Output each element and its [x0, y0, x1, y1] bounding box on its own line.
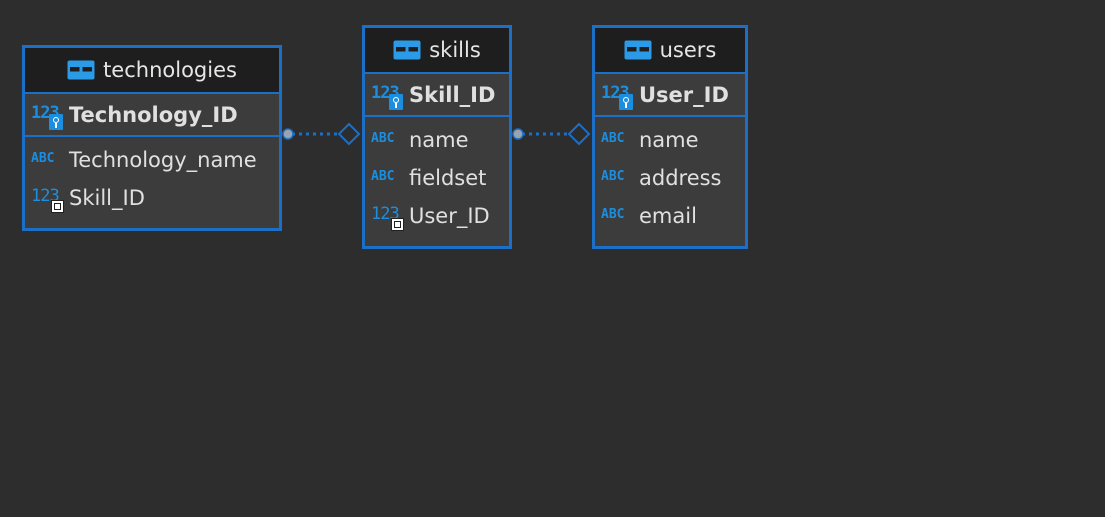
entity-technologies[interactable]: technologies 123 Technology_ID ABC Techn… [22, 45, 282, 231]
entity-header[interactable]: technologies [25, 48, 279, 92]
primary-key-icon [49, 113, 63, 130]
attribute-label: name [639, 128, 699, 152]
primary-key-section: 123 Technology_ID [25, 92, 279, 137]
attribute-label: Skill_ID [69, 186, 145, 210]
text-type-icon: ABC [31, 151, 55, 166]
foreign-key-icon [51, 200, 64, 213]
text-type-icon: ABC [601, 131, 625, 146]
primary-key-icon [389, 93, 403, 110]
relationship-diamond-marker [337, 122, 361, 146]
foreign-key-icon [391, 218, 404, 231]
attribute-row[interactable]: ABC name [365, 121, 509, 159]
relationship-diamond-marker [567, 122, 591, 146]
entity-header[interactable]: skills [365, 28, 509, 72]
attribute-row[interactable]: ABC email [595, 197, 745, 235]
attribute-row[interactable]: ABC address [595, 159, 745, 197]
entity-title: skills [429, 38, 481, 62]
attribute-label: address [639, 166, 722, 190]
pk-attribute[interactable]: 123 Technology_ID [25, 94, 238, 135]
pk-attribute[interactable]: 123 Skill_ID [365, 74, 495, 115]
relationship-line[interactable] [512, 122, 591, 146]
relationship-origin-dot [512, 128, 524, 140]
attribute-row[interactable]: ABC Technology_name [25, 141, 279, 179]
attribute-label: email [639, 204, 697, 228]
numeric-type-icon: 123 [31, 102, 65, 130]
numeric-type-icon: 123 [31, 185, 65, 213]
attribute-label: Skill_ID [409, 82, 496, 107]
attribute-row[interactable]: ABC name [595, 121, 745, 159]
text-type-icon: ABC [371, 131, 395, 146]
primary-key-section: 123 Skill_ID [365, 72, 509, 117]
numeric-type-icon: 123 [601, 82, 635, 110]
attribute-list: ABC name ABC fieldset 123 User_ID [365, 117, 509, 235]
attribute-label: Technology_name [69, 148, 257, 172]
entity-title: technologies [103, 58, 237, 82]
entity-users[interactable]: users 123 User_ID ABC name ABC [592, 25, 748, 249]
table-icon [67, 60, 95, 80]
relationship-origin-dot [282, 128, 294, 140]
attribute-row[interactable]: 123 Skill_ID [25, 179, 279, 217]
numeric-type-icon: 123 [371, 203, 405, 231]
attribute-list: ABC name ABC address ABC email [595, 117, 745, 235]
attribute-list: ABC Technology_name 123 Skill_ID [25, 137, 279, 217]
attribute-label: User_ID [409, 204, 490, 228]
attribute-label: Technology_ID [69, 102, 238, 127]
text-type-icon: ABC [371, 169, 395, 184]
relationship-line[interactable] [282, 122, 361, 146]
pk-attribute[interactable]: 123 User_ID [595, 74, 729, 115]
entity-header[interactable]: users [595, 28, 745, 72]
attribute-label: fieldset [409, 166, 487, 190]
entity-skills[interactable]: skills 123 Skill_ID ABC name ABC [362, 25, 512, 249]
entity-title: users [659, 38, 717, 62]
text-type-icon: ABC [601, 207, 625, 222]
primary-key-section: 123 User_ID [595, 72, 745, 117]
attribute-row[interactable]: 123 User_ID [365, 197, 509, 235]
text-type-icon: ABC [601, 169, 625, 184]
attribute-label: User_ID [639, 82, 729, 107]
numeric-type-icon: 123 [371, 82, 405, 110]
table-icon [624, 40, 652, 60]
primary-key-icon [619, 93, 633, 110]
attribute-label: name [409, 128, 469, 152]
attribute-row[interactable]: ABC fieldset [365, 159, 509, 197]
table-icon [393, 40, 421, 60]
